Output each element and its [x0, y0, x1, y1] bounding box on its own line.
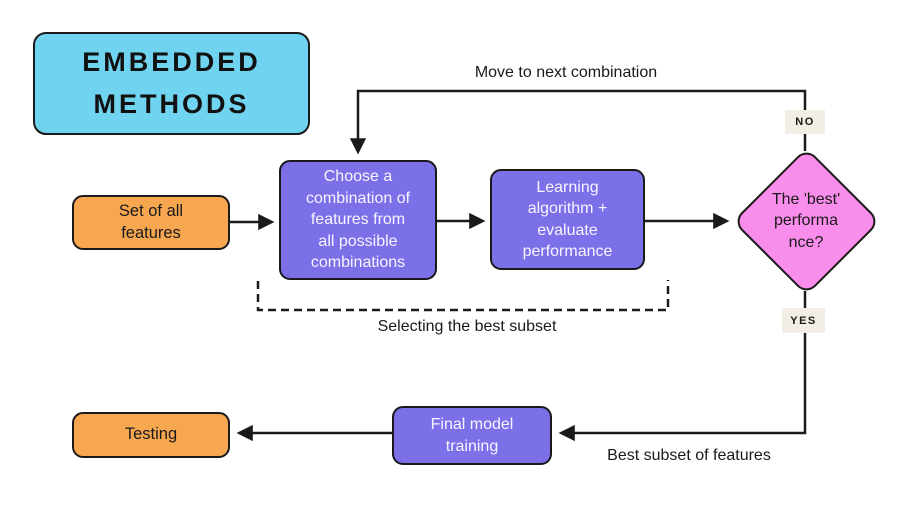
yes-branch-label: YES	[782, 308, 825, 333]
best-subset-of-features-text: Best subset of features	[607, 447, 771, 464]
diagram-title: EMBEDDED METHODS	[33, 32, 310, 135]
decision-best-performance-label: The 'best' performa nce?	[771, 191, 841, 251]
no-branch-label: NO	[785, 110, 825, 134]
node-set-of-all-features: Set of all features	[72, 195, 230, 250]
move-to-next-combination-text: Move to next combination	[474, 64, 658, 81]
node-testing: Testing	[72, 412, 230, 458]
arrow-no-loop-to-choose	[349, 89, 807, 155]
dashed-selection-bracket	[256, 280, 670, 312]
selecting-best-subset-text: Selecting the best subset	[377, 318, 557, 335]
node-choose-combination: Choose a combination of features from al…	[279, 160, 437, 280]
arrow-yes-to-final-training	[558, 291, 807, 442]
node-final-model-training: Final model training	[392, 406, 552, 465]
node-learning-algorithm: Learning algorithm + evaluate performanc…	[490, 169, 645, 270]
